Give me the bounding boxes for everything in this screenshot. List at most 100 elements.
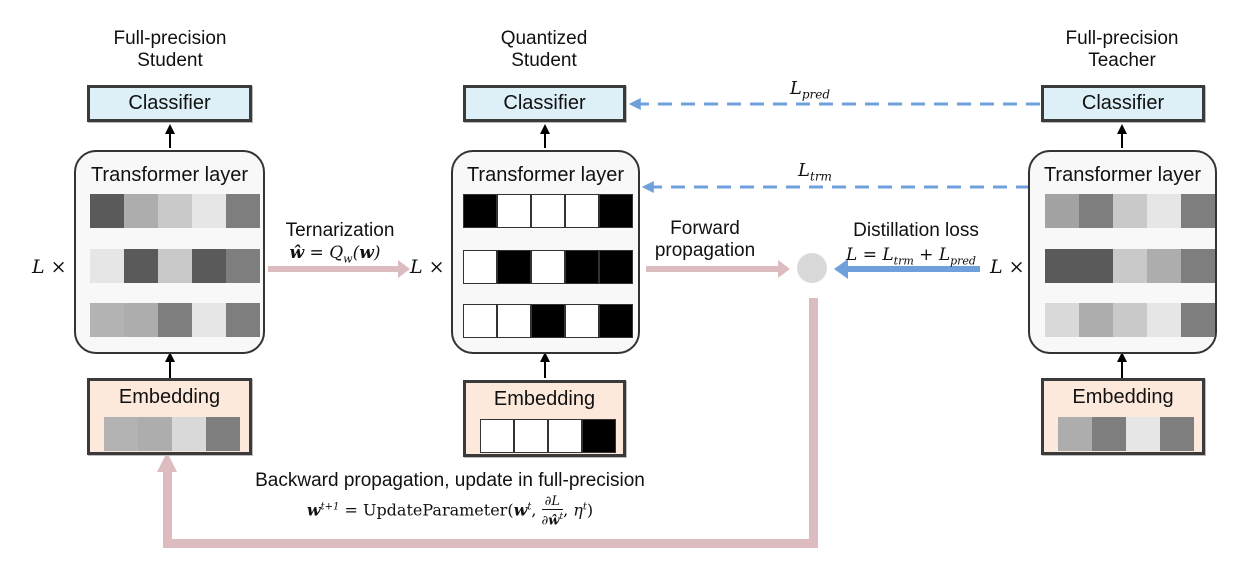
weight-cell — [90, 303, 124, 337]
q-student-title-line2: Student — [511, 50, 577, 71]
weight-row-1 — [90, 194, 260, 228]
embedding-cell — [1092, 417, 1126, 451]
weight-cell — [158, 303, 192, 337]
teacher-embedding: Embedding — [1041, 378, 1205, 455]
weight-cell — [124, 249, 158, 283]
weight-cell — [497, 250, 531, 284]
weight-cell — [226, 194, 260, 228]
weight-row-2 — [1045, 249, 1215, 283]
l-trm-label: Ltrm — [798, 160, 832, 184]
weight-cell — [463, 250, 497, 284]
weight-cell — [90, 249, 124, 283]
fp-student-transformer-layer: Transformer layer — [74, 150, 265, 354]
ternary-row-3 — [463, 304, 633, 338]
weight-cell — [226, 303, 260, 337]
weight-cell — [124, 303, 158, 337]
classifier-label: Classifier — [128, 92, 211, 114]
teacher-transformer-layer: Transformer layer — [1028, 150, 1217, 354]
ternary-row-2 — [463, 250, 633, 284]
weight-cell — [1079, 194, 1113, 228]
fp-student-embedding: Embedding — [87, 378, 252, 455]
weight-cell — [226, 249, 260, 283]
embedding-cell — [206, 417, 240, 451]
weight-cell — [90, 194, 124, 228]
weight-cell — [463, 194, 497, 228]
fp-student-title-line1: Full-precision — [113, 28, 227, 49]
ternarization-label: Ternarization — [285, 220, 395, 241]
weight-cell — [565, 304, 599, 338]
backward-propagation-label: Backward propagation, update in full-pre… — [255, 470, 645, 491]
forward-label-line2: propagation — [654, 240, 756, 261]
weight-cell — [1181, 249, 1215, 283]
weight-cell — [1079, 249, 1113, 283]
embedding-cell — [514, 419, 548, 453]
weight-cell — [599, 250, 633, 284]
weight-cell — [599, 194, 633, 228]
weight-row-3 — [90, 303, 260, 337]
weight-cell — [497, 304, 531, 338]
weight-row-1 — [1045, 194, 1215, 228]
transformer-label: Transformer layer — [1043, 164, 1202, 186]
backward-update-formula: wt+1 = UpdateParameter(wt, ∂L∂ŵt , ηt) — [306, 494, 594, 529]
q-student-transformer-layer: Transformer layer — [451, 150, 640, 354]
weight-cell — [192, 249, 226, 283]
weight-cell — [1079, 303, 1113, 337]
distillation-loss-arrow — [834, 259, 980, 279]
weight-cell — [1113, 194, 1147, 228]
fp-student-repeat-label: L × — [32, 256, 67, 278]
forward-propagation-arrow — [646, 260, 790, 278]
embedding-cell — [1160, 417, 1194, 451]
backward-propagation-arrow — [157, 298, 818, 548]
teacher-title-line1: Full-precision — [1065, 28, 1179, 49]
weight-cell — [1147, 249, 1181, 283]
internal-arrows — [165, 124, 1127, 378]
weight-row-2 — [90, 249, 260, 283]
embedding-cell — [582, 419, 616, 453]
fp-student-title-line2: Student — [137, 50, 203, 71]
embedding-cell — [172, 417, 206, 451]
q-student-title-line1: Quantized — [500, 28, 588, 49]
weight-cell — [158, 194, 192, 228]
weight-cell — [124, 194, 158, 228]
distillation-loss-formula: L = Ltrm + Lpred — [846, 245, 976, 268]
ternarization-formula: ŵ = Qw(w) — [289, 243, 381, 266]
teacher-title: Full-precision Teacher — [1022, 28, 1222, 72]
weight-cell — [565, 194, 599, 228]
weight-cell — [1181, 194, 1215, 228]
weight-cell — [1113, 303, 1147, 337]
weight-cell — [463, 304, 497, 338]
l-pred-label: Lpred — [789, 78, 831, 102]
weight-cell — [1113, 249, 1147, 283]
transformer-label: Transformer layer — [90, 164, 249, 186]
weight-cell — [531, 304, 565, 338]
q-student-classifier: Classifier — [463, 85, 626, 122]
forward-propagation-label: Forward propagation — [640, 218, 770, 262]
forward-label-line1: Forward — [670, 218, 740, 239]
embedding-row — [1058, 417, 1194, 451]
transformer-label: Transformer layer — [466, 164, 625, 186]
embedding-label: Embedding — [493, 388, 596, 410]
embedding-cell — [104, 417, 138, 451]
weight-cell — [1045, 303, 1079, 337]
embedding-label: Embedding — [1072, 386, 1174, 408]
embedding-row — [480, 419, 616, 453]
q-student-repeat-label: L × — [410, 256, 445, 278]
weight-cell — [1147, 303, 1181, 337]
weight-cell — [531, 194, 565, 228]
teacher-classifier: Classifier — [1041, 85, 1205, 122]
embedding-cell — [1126, 417, 1160, 451]
teacher-repeat-label: L × — [990, 256, 1025, 278]
weight-cell — [1181, 303, 1215, 337]
classifier-label: Classifier — [1081, 92, 1165, 114]
weight-row-3 — [1045, 303, 1215, 337]
embedding-row — [104, 417, 240, 451]
distillation-loss-label: Distillation loss — [853, 220, 979, 241]
classifier-label: Classifier — [503, 92, 586, 114]
weight-cell — [1045, 194, 1079, 228]
embedding-cell — [138, 417, 172, 451]
weight-cell — [192, 303, 226, 337]
embedding-cell — [1058, 417, 1092, 451]
weight-cell — [565, 250, 599, 284]
embedding-label: Embedding — [118, 386, 221, 408]
